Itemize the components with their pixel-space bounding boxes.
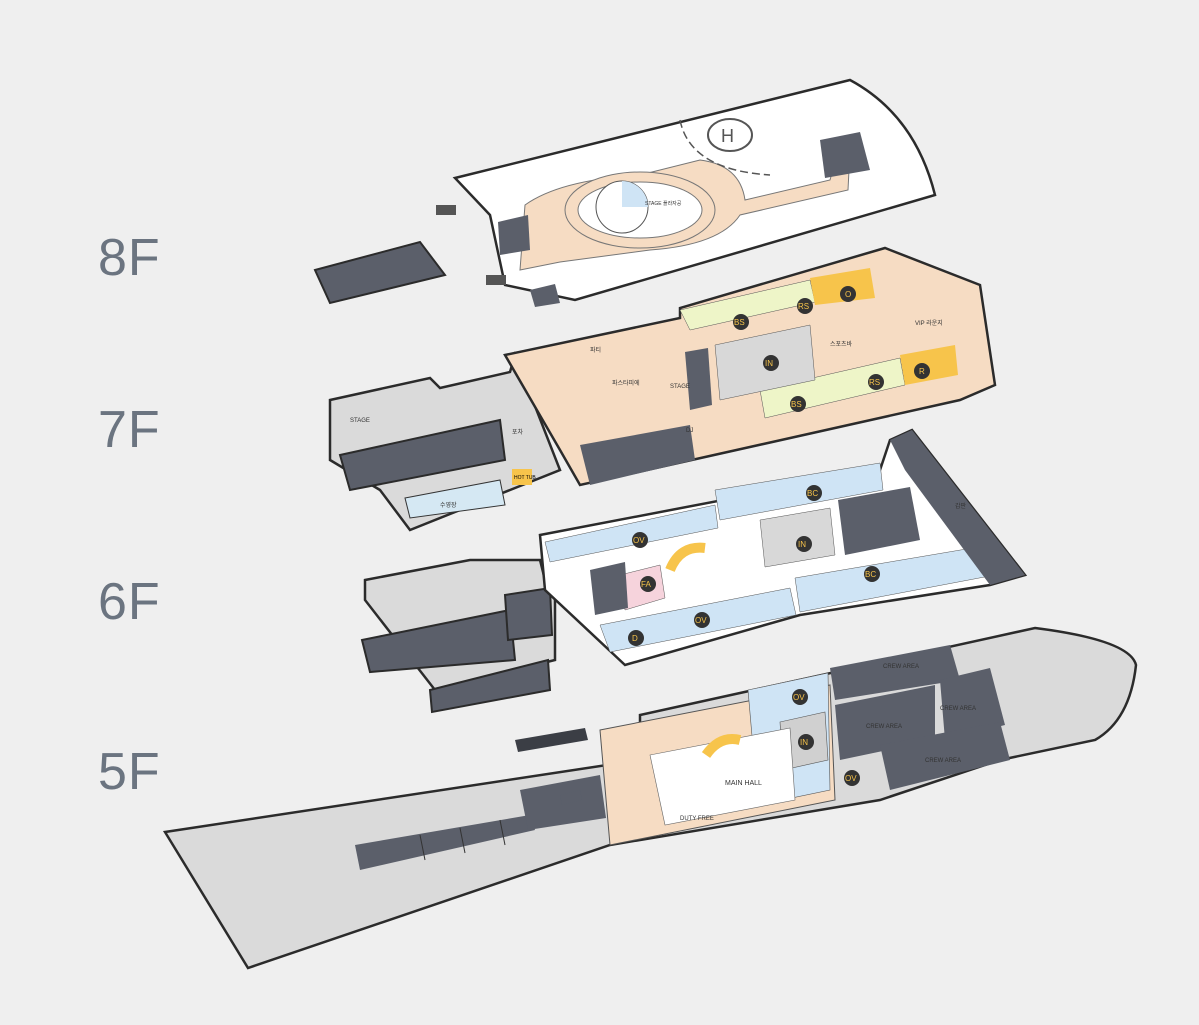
hot-tub-label: HOT TUB <box>514 475 536 481</box>
badge-7f-bs-2: BS <box>791 400 802 409</box>
badge-7f-bs-1: BS <box>734 318 745 327</box>
floor-label-5f[interactable]: 5F <box>98 743 161 801</box>
floor-label-8f[interactable]: 8F <box>98 229 161 287</box>
crew-area-1: CREW AREA <box>883 664 919 670</box>
badge-7f-o: O <box>845 290 851 299</box>
badge-6f-in: IN <box>798 540 806 549</box>
vip-lounge-label: VIP 라운지 <box>915 319 943 327</box>
badge-7f-rs-2: RS <box>869 378 880 387</box>
badge-6f-fa: FA <box>641 580 651 589</box>
top-hall-label: 파티 <box>590 346 601 354</box>
stage-left-label: STAGE <box>350 418 370 424</box>
dj-label: DJ <box>686 428 693 434</box>
pool-label: 수영장 <box>440 501 457 509</box>
main-hall-label: MAIN HALL <box>725 780 762 787</box>
floor-label-7f[interactable]: 7F <box>98 401 161 459</box>
badge-7f-rs-1: RS <box>798 302 809 311</box>
deck-label: 갑판 <box>955 502 967 510</box>
crew-area-3: CREW AREA <box>940 706 976 712</box>
crew-area-4: CREW AREA <box>925 758 961 764</box>
stage-8f-label: STAGE 플라자공 <box>645 200 682 207</box>
shop-label: 포차 <box>512 428 524 436</box>
badge-5f-in: IN <box>800 738 808 747</box>
badge-6f-ov-1: OV <box>633 536 645 545</box>
crew-area-2: CREW AREA <box>866 724 902 730</box>
helipad-icon: H <box>721 126 734 146</box>
badge-7f-r: R <box>919 367 925 376</box>
badge-6f-ov-2: OV <box>695 616 707 625</box>
duty-free-label: DUTY FREE <box>680 816 714 822</box>
stage-main-label: STAGE <box>670 384 690 390</box>
badge-6f-bc-2: BC <box>865 570 876 579</box>
floor-6f[interactable]: 갑판 OV FA OV D BC IN BC <box>360 428 1028 714</box>
badge-7f-in: IN <box>765 359 773 368</box>
floor-7f[interactable]: 수영장 HOT TUB STAGE 파스타피에 파티 STAGE VIP 라운지… <box>328 246 997 532</box>
badge-6f-bc-1: BC <box>807 489 818 498</box>
badge-5f-ov-1: OV <box>793 693 805 702</box>
badge-6f-d: D <box>632 634 638 643</box>
lounge-label: 스포츠바 <box>830 340 853 348</box>
floor-5f[interactable]: CREW AREA CREW AREA CREW AREA CREW AREA … <box>162 626 1138 970</box>
badge-5f-ov-2: OV <box>845 774 857 783</box>
floor-8f[interactable]: STAGE 플라자공 H <box>313 78 937 307</box>
hall-label: 파스타피에 <box>612 379 640 387</box>
floor-label-6f[interactable]: 6F <box>98 573 161 631</box>
